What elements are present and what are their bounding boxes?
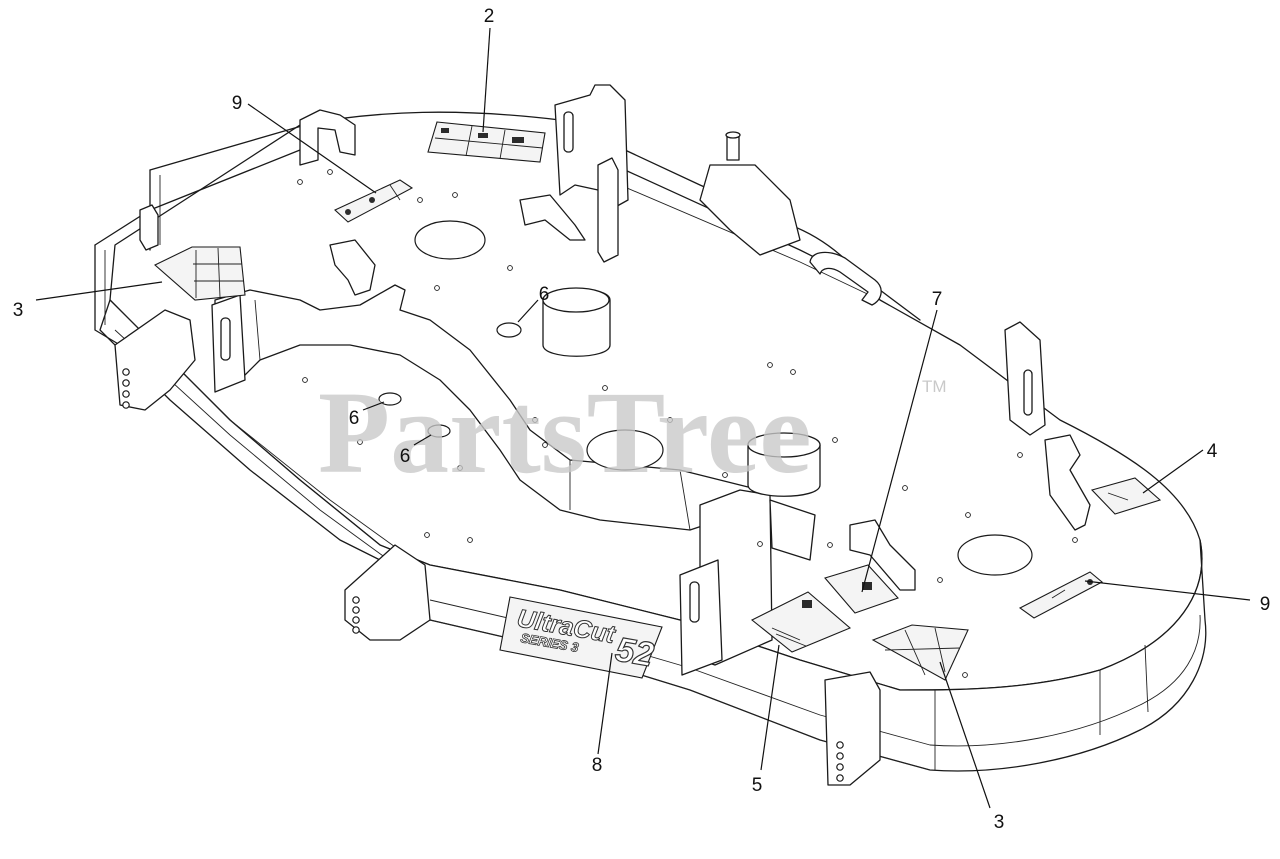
- deck-brackets: [114, 84, 1091, 786]
- watermark-text: PartsTree: [318, 367, 812, 498]
- callout-9-rear: 9: [232, 93, 243, 114]
- leader-2: [482, 27, 491, 133]
- decal-8-logo: UltraCut SERIES 3 52: [499, 596, 663, 679]
- leader-3a: [35, 281, 163, 301]
- callout-7: 7: [932, 289, 943, 310]
- decal-7: [824, 564, 899, 614]
- callout-5: 5: [752, 775, 763, 796]
- leader-6a: [517, 299, 539, 323]
- watermark-tm: TM: [922, 377, 947, 396]
- leader-6c: [413, 434, 432, 446]
- decal-2: [427, 121, 546, 163]
- callout-3-left: 3: [13, 300, 24, 321]
- leader-6b: [362, 401, 385, 411]
- decal-9-front: [1018, 571, 1103, 619]
- leader-7: [861, 309, 938, 593]
- callout-6-left-upper: 6: [349, 408, 360, 429]
- callout-labels: 2 9 3 6 6 6 7 4 9 8 5 3: [13, 6, 1271, 833]
- spindle-openings: [297, 169, 1078, 678]
- callout-4: 4: [1207, 441, 1218, 462]
- decal-3-front: [871, 624, 969, 681]
- watermark: PartsTree TM: [318, 367, 947, 498]
- leader-9a: [247, 103, 377, 194]
- callout-3-front: 3: [994, 812, 1005, 833]
- callout-6-center: 6: [539, 284, 550, 305]
- callout-6-left-lower: 6: [400, 446, 411, 467]
- callout-9-front: 9: [1260, 594, 1271, 615]
- leader-8: [597, 652, 613, 755]
- callout-2: 2: [484, 6, 495, 27]
- decal-4: [1090, 477, 1162, 515]
- leader-4: [1142, 449, 1204, 494]
- leader-3b: [939, 661, 991, 809]
- leader-9b: [1084, 580, 1251, 601]
- leader-lines: [35, 27, 1251, 809]
- decal-9-rear: [334, 179, 414, 223]
- logo-size: 52: [613, 630, 657, 674]
- decal-5: [750, 591, 852, 653]
- callout-8: 8: [592, 755, 603, 776]
- decal-3-left: [154, 246, 246, 301]
- leader-5: [760, 644, 780, 771]
